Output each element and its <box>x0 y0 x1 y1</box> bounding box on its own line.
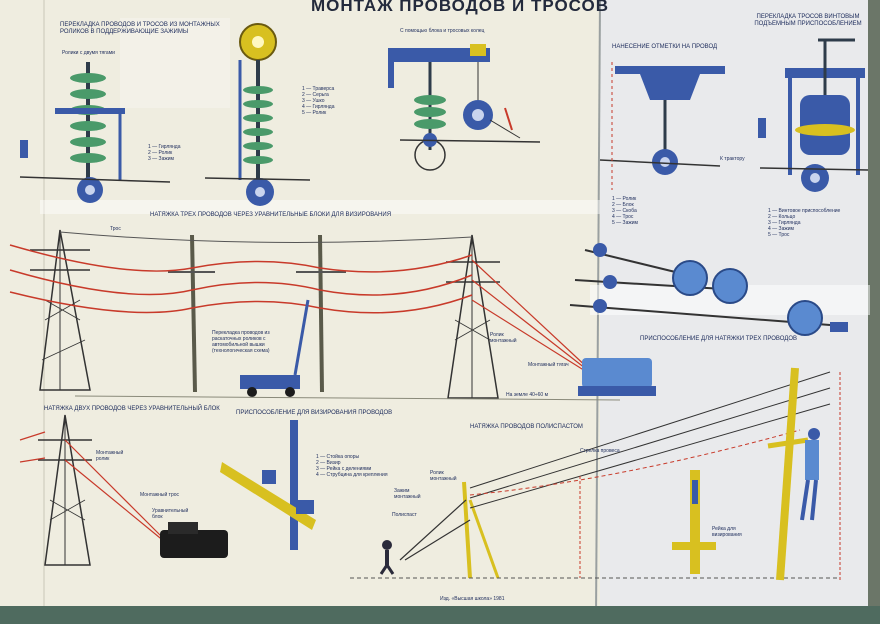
legend-1: 1 — Траверса 2 — Серьга 3 — Ушко 4 — Гир… <box>302 86 334 116</box>
section-sighting: ПРИСПОСОБЛЕНИЕ ДЛЯ ВИЗИРОВАНИЯ ПРОВОДОВ <box>236 410 393 416</box>
legend-1-item: 4 — Гирлянда <box>302 104 335 110</box>
insulator-string-1 <box>19 62 171 203</box>
legend-3: 1 — Ролик 2 — Блок 3 — Скоба 4 — Трос 5 … <box>612 196 638 226</box>
legend-3-item: 1 — Ролик <box>612 196 637 202</box>
legend-3-item: 3 — Скоба <box>612 208 637 214</box>
legend-5-item: 1 — Стойка опоры <box>316 454 360 460</box>
three-wire-span <box>9 229 656 401</box>
section-device-three: ПРИСПОСОБЛЕНИЕ ДЛЯ НАТЯЖКИ ТРЕХ ПРОВОДОВ <box>640 336 798 342</box>
legend-2-item: 2 — Ролик <box>148 150 173 156</box>
insulator-string-2 <box>204 23 311 206</box>
legend-3-item: 2 — Блок <box>612 202 634 208</box>
legend-4: 1 — Винтовое приспособление 2 — Кольцо 3… <box>768 208 840 238</box>
legend-2-item: 3 — Зажим <box>148 156 174 162</box>
legend-4-item: 5 — Трос <box>768 232 790 238</box>
label-distance: На земле 40÷60 м <box>506 392 549 398</box>
caption-roller: Ролики с двумя тягами <box>62 50 115 56</box>
sighting-poles-right <box>672 367 841 581</box>
section-screw: ПЕРЕКЛАДКА ТРОСОВ ВИНТОВЫМ ПОДЪЕМНЫМ ПРИ… <box>754 14 862 27</box>
legend-4-item: 3 — Гирлянда <box>768 220 801 226</box>
legend-3-item: 4 — Трос <box>612 214 634 220</box>
label-eq-block: Уравнительный блок <box>152 508 189 520</box>
legend-5-item: 3 — Рейка с делениями <box>316 466 372 472</box>
caption-block: С помощью блока и тросовых колец <box>400 28 485 34</box>
legend-1-item: 1 — Траверса <box>302 86 335 92</box>
legend-5: 1 — Стойка опоры 2 — Визир 3 — Рейка с д… <box>316 454 388 478</box>
label-pulley: Полиспаст <box>392 512 417 518</box>
legend-4-item: 4 — Зажим <box>768 226 794 232</box>
section-polyspast: НАТЯЖКА ПРОВОДОВ ПОЛИСПАСТОМ <box>470 424 583 430</box>
legend-1-item: 5 — Ролик <box>302 110 327 116</box>
section-two-wires: НАТЯЖКА ДВУХ ПРОВОДОВ ЧЕРЕЗ УРАВНИТЕЛЬНЫ… <box>44 406 220 412</box>
section-marking: НАНЕСЕНИЕ ОТМЕТКИ НА ПРОВОД <box>612 44 718 50</box>
label-clamp: Зажим монтажный <box>394 488 421 500</box>
section-relay-rollers: ПЕРЕКЛАДКА ПРОВОДОВ И ТРОСОВ ИЗ МОНТАЖНЫ… <box>60 22 220 35</box>
label-to-tractor: К трактору <box>720 156 745 162</box>
sighting-device <box>220 420 316 550</box>
poster-title: МОНТАЖ ПРОВОДОВ И ТРОСОВ <box>310 0 610 15</box>
label-relay-text: Перекладка проводов из раскаточных ролик… <box>212 330 270 354</box>
two-wire-section <box>19 414 228 566</box>
legend-4-item: 2 — Кольцо <box>768 214 796 220</box>
legend-5-item: 4 — Струбцина для крепления <box>316 472 388 478</box>
legend-4-item: 1 — Винтовое приспособление <box>768 208 841 214</box>
label-rake: Рейка для визирования <box>712 526 742 538</box>
screw-lift-device <box>758 38 869 192</box>
label-sag-arrow: Стрелка провеса <box>580 448 620 454</box>
three-wire-device <box>569 243 848 336</box>
legend-1-item: 2 — Серьга <box>302 92 329 98</box>
label-tros: Трос <box>110 226 121 232</box>
polyspast-section <box>350 371 840 579</box>
legend-2-item: 1 — Гирлянда <box>148 144 181 150</box>
marking-device <box>599 62 725 190</box>
legend-5-item: 2 — Визир <box>316 460 341 466</box>
section-three-wires: Натяжка трех проводов через уравнительны… <box>150 212 392 218</box>
label-tractor: Монтажный тягач <box>528 362 569 368</box>
label-mont-roller: Ролик монтажный <box>490 332 517 344</box>
label-mont-roller-2: Монтажный ролик <box>96 450 124 462</box>
footer-publisher: Изд. «Высшая школа» 1981 <box>440 596 505 602</box>
legend-1-item: 3 — Ушко <box>302 98 325 104</box>
legend-3-item: 5 — Зажим <box>612 220 638 226</box>
beam-block-device <box>388 44 541 171</box>
label-mont-rope: Монтажный трос <box>140 492 180 498</box>
legend-2: 1 — Гирлянда 2 — Ролик 3 — Зажим <box>148 144 180 162</box>
label-roller-mont: Ролик монтажный <box>430 470 457 482</box>
